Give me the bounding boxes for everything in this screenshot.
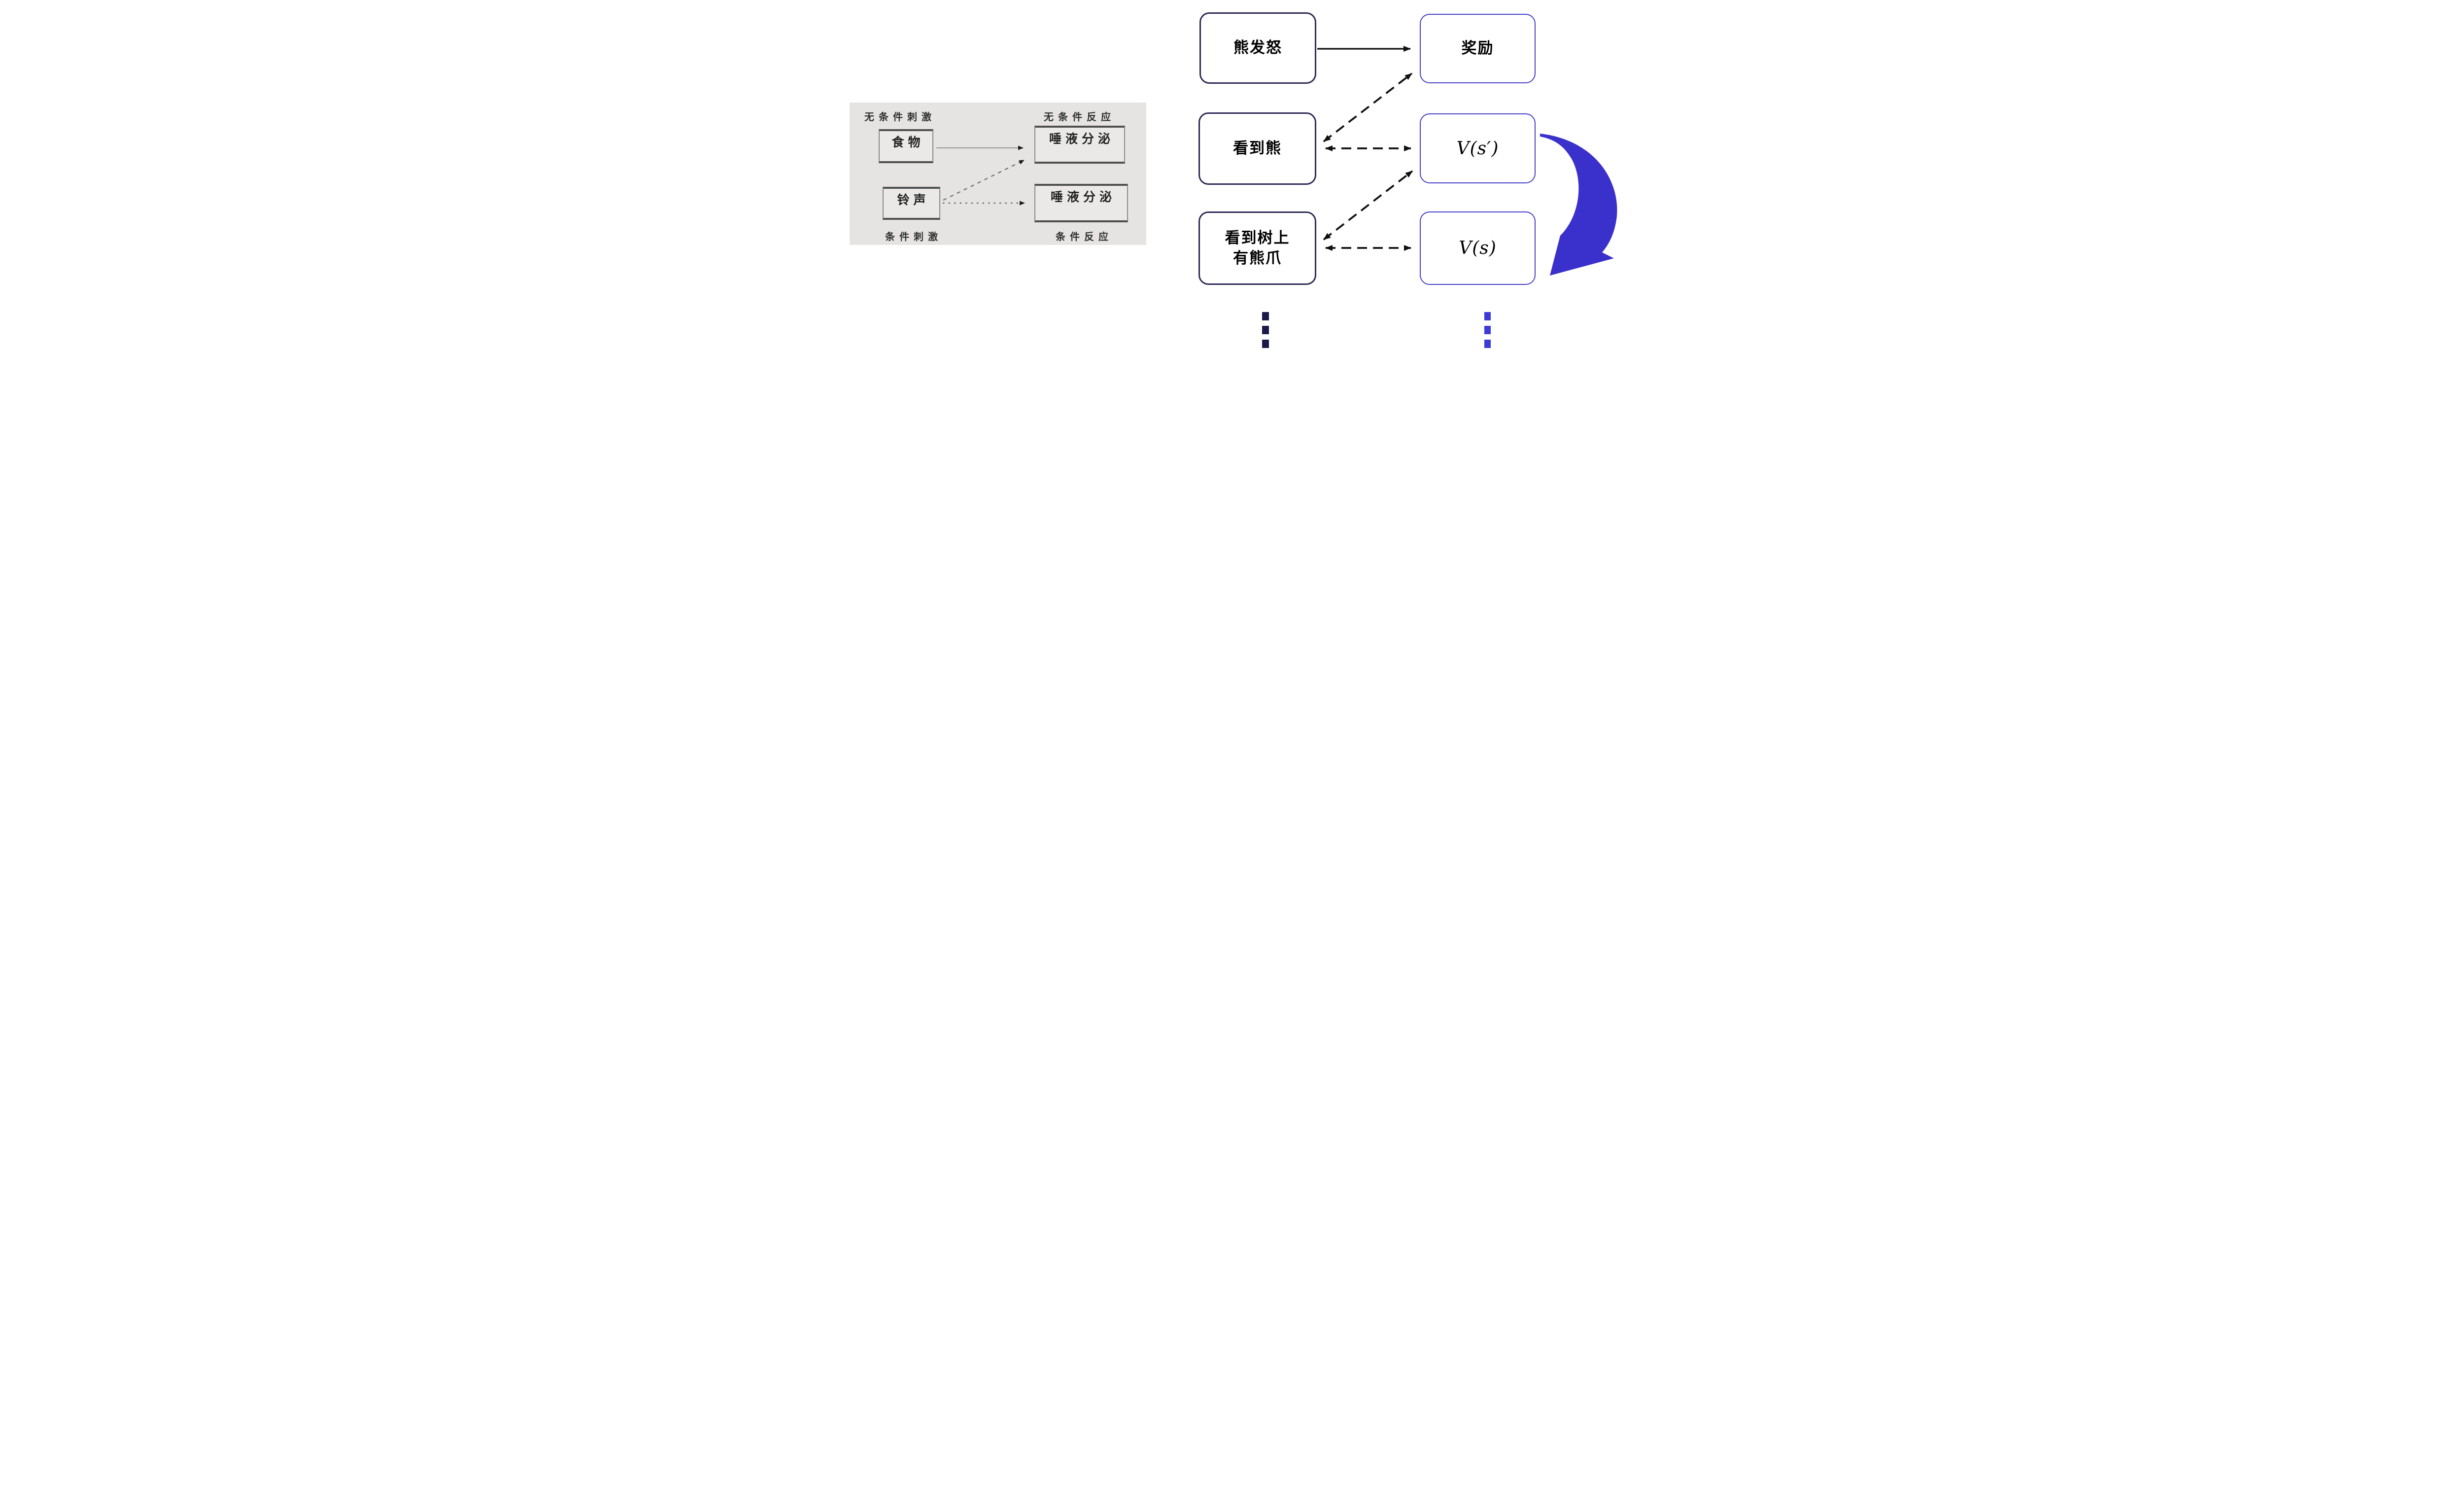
node-reward-label: 奖励	[1461, 39, 1494, 57]
node-value-current-state-label: V(s)	[1459, 238, 1497, 258]
conditioned-response-label: 条件反应	[1056, 232, 1113, 243]
ellipsis-dot	[1484, 312, 1491, 320]
node-see-bear-claw: 看到树上 有熊爪	[1198, 211, 1316, 285]
arrow-see-claw-to-value-next	[1323, 170, 1413, 241]
ellipsis-left	[1262, 312, 1269, 348]
ellipsis-dot	[1262, 340, 1269, 348]
node-see-bear-label: 看到熊	[1233, 139, 1282, 157]
node-bear-angry-label: 熊发怒	[1233, 39, 1282, 57]
ellipsis-dot	[1262, 326, 1269, 334]
node-value-next-state-label: V(s′)	[1456, 138, 1499, 159]
arrow-see-bear-to-reward	[1323, 72, 1413, 142]
node-see-bear-claw-line1: 看到树上	[1225, 229, 1290, 247]
ellipsis-dot	[1484, 326, 1491, 334]
node-value-current-state: V(s)	[1420, 211, 1536, 285]
unconditioned-response-label: 无条件反应	[1044, 112, 1115, 123]
ellipsis-right	[1484, 312, 1491, 348]
blue-feedback-arrow	[1540, 134, 1617, 276]
ellipsis-dot	[1262, 312, 1269, 320]
node-value-next-state: V(s′)	[1420, 113, 1536, 183]
conditioning-panel: 无条件刺激 无条件反应 食物 唾液分泌 铃声 唾液分泌 条件刺激 条件反应	[850, 103, 1146, 245]
diagram-canvas: 无条件刺激 无条件反应 食物 唾液分泌 铃声 唾液分泌 条件刺激 条件反应 熊发…	[846, 0, 1618, 350]
node-see-bear-claw-line2: 有熊爪	[1233, 249, 1282, 267]
food-box: 食物	[879, 129, 933, 163]
bell-box: 铃声	[883, 187, 940, 220]
node-see-bear: 看到熊	[1198, 112, 1316, 185]
salivation-box-top: 唾液分泌	[1034, 126, 1125, 164]
node-bear-angry: 熊发怒	[1199, 12, 1316, 84]
ellipsis-dot	[1484, 340, 1491, 348]
node-reward: 奖励	[1420, 14, 1536, 83]
unconditioned-stimulus-label: 无条件刺激	[864, 112, 936, 123]
conditioned-stimulus-label: 条件刺激	[885, 232, 942, 243]
salivation-box-bottom: 唾液分泌	[1034, 184, 1128, 222]
